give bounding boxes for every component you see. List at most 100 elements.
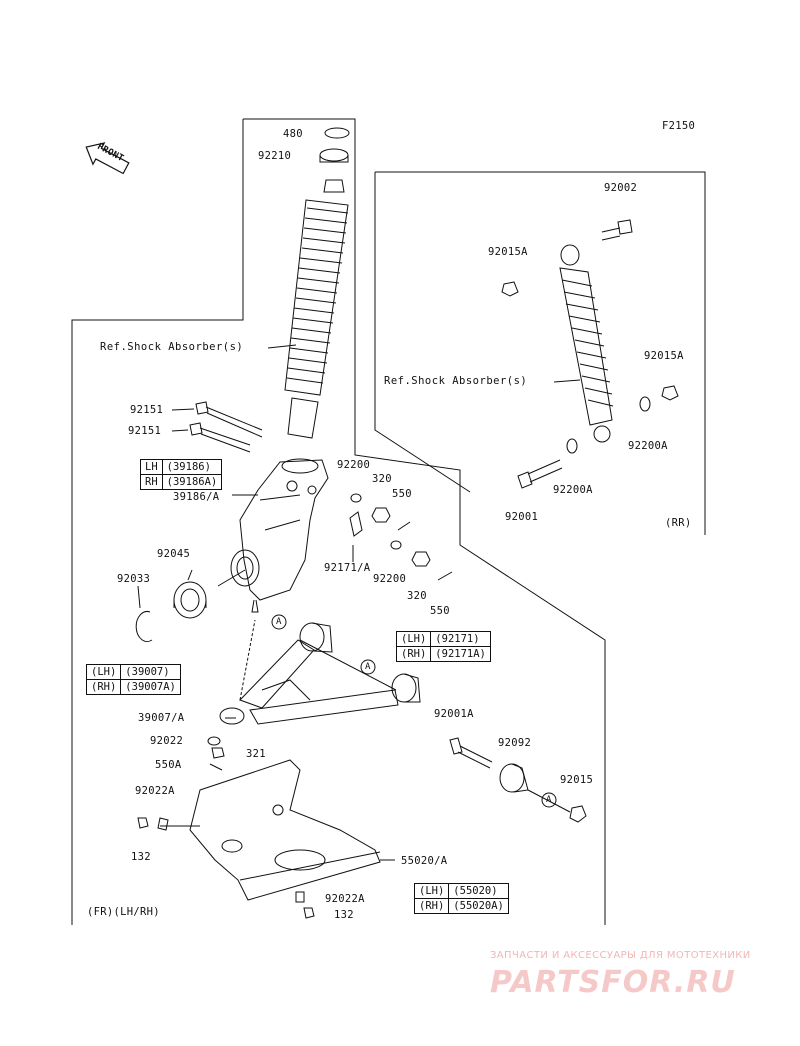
upper-border xyxy=(243,118,606,925)
rear-washer-92200A-1 xyxy=(639,396,651,412)
rear-nut-92015A-top xyxy=(501,281,519,297)
label-550A: 550A xyxy=(155,759,182,771)
label-320-a: 320 xyxy=(372,473,392,485)
label-92022: 92022 xyxy=(150,735,184,747)
label-92151-b: 92151 xyxy=(128,425,162,437)
front-shock-body xyxy=(287,397,319,439)
washer-92200-b xyxy=(390,540,402,550)
nut-321 xyxy=(211,747,225,759)
rear-collar-92092 xyxy=(499,763,529,793)
a-arm-rh-part: (39007A) xyxy=(125,681,176,693)
pivot-rh-part: (92171A) xyxy=(435,648,486,660)
label-92015A-top: 92015A xyxy=(488,246,528,258)
label-321: 321 xyxy=(246,748,266,760)
label-92022A-a: 92022A xyxy=(135,785,175,797)
rear-shock-body xyxy=(559,244,614,443)
guard-variant-table: (LH)(55020) (RH)(55020A) xyxy=(414,883,509,914)
marker-a-2: A xyxy=(365,662,371,672)
label-39007-slash-a: 39007/A xyxy=(138,712,185,724)
figure-code: F2150 xyxy=(662,120,696,132)
a-arm-rh-side: (RH) xyxy=(87,680,122,694)
pivot-lh-side: (LH) xyxy=(397,632,432,646)
nut-132-b xyxy=(303,907,315,919)
label-92200A-2: 92200A xyxy=(553,484,593,496)
marker-a-3-circle xyxy=(541,792,557,808)
rear-bolt-92001A xyxy=(449,737,493,769)
guard-lh-side: (LH) xyxy=(415,884,450,898)
label-92001A: 92001A xyxy=(434,708,474,720)
pivot-variant-table: (LH)(92171) (RH)(92171A) xyxy=(396,631,491,662)
rear-bolt-92001 xyxy=(517,459,563,489)
rear-section-border xyxy=(375,171,706,535)
label-39186-slash-a: 39186/A xyxy=(173,491,220,503)
knuckle-lh-side: LH xyxy=(141,460,163,474)
a-arm-39007 xyxy=(219,622,421,725)
circlip-92033 xyxy=(135,611,153,642)
marker-a-2-circle xyxy=(360,659,376,675)
guard-rh-side: (RH) xyxy=(415,899,450,913)
bolt-92151-a xyxy=(195,401,263,438)
label-92151-a: 92151 xyxy=(130,404,164,416)
rear-bolt-92002 xyxy=(601,219,633,241)
section-label-front: (FR)(LH/RH) xyxy=(87,906,160,918)
part-92210-cap xyxy=(319,148,349,162)
rear-washer-92200A-2 xyxy=(566,438,578,454)
label-55020-slash-a: 55020/A xyxy=(401,855,448,867)
guard-rh-part: (55020A) xyxy=(453,900,504,912)
section-label-rear: (RR) xyxy=(665,517,692,529)
label-132-a: 132 xyxy=(131,851,151,863)
label-92200-b: 92200 xyxy=(373,573,407,585)
nut-320-b xyxy=(411,551,431,567)
nut-132-a xyxy=(137,817,149,829)
label-92210: 92210 xyxy=(258,150,292,162)
pivot-lh-part: (92171) xyxy=(435,633,480,645)
label-92200-a: 92200 xyxy=(337,459,371,471)
knuckle-rh-part: (39186A) xyxy=(166,476,218,488)
label-92033: 92033 xyxy=(117,573,151,585)
label-92045: 92045 xyxy=(157,548,191,560)
label-92092: 92092 xyxy=(498,737,532,749)
front-shock-boot xyxy=(284,179,349,396)
rear-section-left-border xyxy=(374,172,471,493)
clip-92022A-b xyxy=(295,891,305,903)
bearing-92045 xyxy=(173,581,207,619)
bolt-92151-b xyxy=(189,422,251,453)
washer-92200-a xyxy=(350,493,362,503)
front-arrow-icon xyxy=(85,142,130,175)
label-92015: 92015 xyxy=(560,774,594,786)
rear-nut-92015A-right xyxy=(661,385,679,401)
label-550-b: 550 xyxy=(430,605,450,617)
front-section-border xyxy=(71,119,244,925)
part-480-ring xyxy=(324,127,350,139)
label-132-b: 132 xyxy=(334,909,354,921)
guard-lh-part: (55020) xyxy=(453,885,498,897)
pin-550-b xyxy=(437,571,453,581)
a-arm-lh-side: (LH) xyxy=(87,665,122,679)
knuckle-variant-table: LH(39186) RH(39186A) xyxy=(140,459,223,490)
a-arm-variant-table: (LH)(39007) (RH)(39007A) xyxy=(86,664,181,695)
washer-92171A xyxy=(349,511,363,537)
label-92200A-1: 92200A xyxy=(628,440,668,452)
nut-92015 xyxy=(569,805,587,823)
watermark-text: ЗАПЧАСТИ И АКСЕССУАРЫ ДЛЯ МОТОТЕХНИКИ xyxy=(490,950,751,961)
label-480: 480 xyxy=(283,128,303,140)
clip-92022A-a xyxy=(157,817,169,831)
pin-550A xyxy=(209,763,223,771)
pivot-rh-side: (RH) xyxy=(397,647,432,661)
rear-shock-ref: Ref.Shock Absorber(s) xyxy=(384,375,528,387)
guard-55020 xyxy=(189,759,381,901)
nut-320-a xyxy=(371,507,391,523)
marker-a-1-circle xyxy=(271,614,287,630)
label-92001: 92001 xyxy=(505,511,539,523)
pin-550-a xyxy=(397,521,411,531)
knuckle-rh-side: RH xyxy=(141,475,163,489)
label-550-a: 550 xyxy=(392,488,412,500)
label-320-b: 320 xyxy=(407,590,427,602)
watermark-logo: PARTSFOR.RU xyxy=(490,965,736,1000)
label-92015A-right: 92015A xyxy=(644,350,684,362)
front-shock-ref: Ref.Shock Absorber(s) xyxy=(100,341,244,353)
washer-92022 xyxy=(207,736,221,746)
knuckle-39186 xyxy=(230,458,329,613)
